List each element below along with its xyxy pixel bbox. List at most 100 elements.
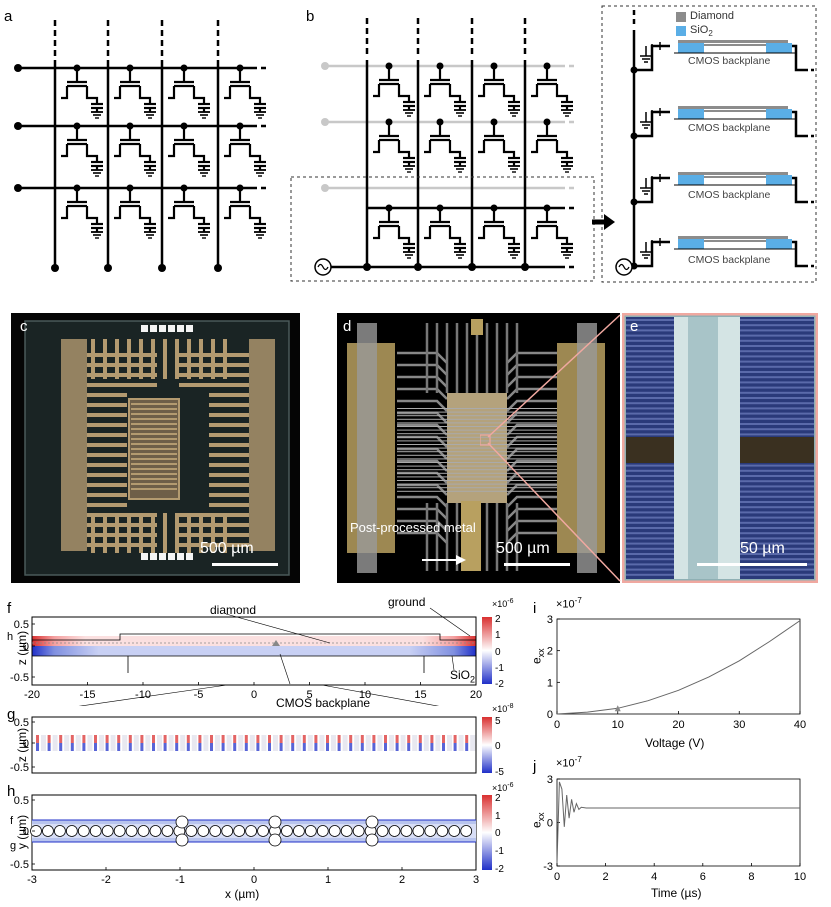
panel-g-plot: 0.50-0.550-5	[10, 716, 504, 778]
colorbar-tick-label: -2	[495, 864, 504, 875]
panel-d-label: d	[343, 318, 352, 335]
x-tick-label: 4	[651, 871, 657, 883]
panel-d-layout	[337, 313, 620, 583]
f-diamond-annot: diamond	[210, 603, 257, 617]
x-tick-label: -15	[80, 689, 96, 701]
plot-frame	[556, 778, 801, 867]
panel-a-crossbar-circuit	[14, 20, 270, 272]
y-tick-label: -0.5	[10, 859, 29, 871]
f-ylabel: z (µm)	[15, 630, 29, 666]
colorbar-tick-label: 1	[495, 811, 501, 822]
colorbar-tick-label: 5	[495, 716, 501, 727]
panel-f-label: f	[7, 600, 12, 617]
x-tick-label: 10	[794, 871, 806, 883]
x-tick-label: 40	[794, 719, 806, 731]
colorbar-tick-label: -1	[495, 846, 504, 857]
panel-c-scale-label: 500 µm	[200, 540, 254, 557]
g-cbar-exp: ×10-8	[492, 703, 514, 714]
y-tick-label: -3	[543, 861, 553, 873]
j-ylabel: exx	[529, 812, 547, 829]
colorbar-tick-label: -1	[495, 663, 504, 674]
panel-h-label: h	[7, 783, 16, 800]
y-tick-label: 2	[547, 646, 553, 658]
h-cbar-exp: ×10-6	[492, 782, 514, 793]
colorbar-tick-label: 2	[495, 614, 501, 625]
i-ylabel: exx	[529, 648, 547, 665]
panel-g-label: g	[7, 706, 16, 723]
series-line	[556, 620, 801, 715]
x-tick-label: 1	[325, 874, 331, 886]
legend-diamond-label: Diamond	[690, 10, 735, 22]
panel-e-label: e	[630, 318, 639, 335]
post-processed-metal-label: Post-processed metal	[350, 520, 476, 535]
x-tick-label: -1	[175, 874, 185, 886]
colorbar-tick-label: 0	[495, 647, 501, 658]
y-tick-label: 0	[23, 641, 29, 653]
x-tick-label: 30	[733, 719, 745, 731]
h-f-marker: f	[10, 815, 14, 827]
post-processed-metal-arrow	[422, 555, 466, 565]
y-tick-label: 0	[23, 826, 29, 838]
x-tick-label: -2	[101, 874, 111, 886]
x-tick-label: 5	[306, 689, 312, 701]
panel-e-micrograph	[622, 313, 818, 583]
x-tick-label: 0	[251, 689, 257, 701]
x-tick-label: 2	[603, 871, 609, 883]
panel-a-label: a	[4, 8, 13, 25]
panel-d-scale-bar	[504, 563, 570, 566]
zoom-lines	[480, 314, 621, 582]
x-tick-label: 20	[672, 719, 684, 731]
x-tick-label: -20	[24, 689, 40, 701]
cmos-label-4: CMOS backplane	[688, 254, 771, 266]
y-tick-label: -0.5	[10, 762, 29, 774]
series-line	[556, 781, 800, 864]
x-tick-label: 10	[612, 719, 624, 731]
y-tick-label: 1	[547, 677, 553, 689]
colorbar-tick-label: -2	[495, 679, 504, 690]
h-ylabel: y (µm)	[15, 814, 29, 850]
y-tick-label: 0	[23, 738, 29, 750]
colorbar-tick-label: 0	[495, 741, 501, 752]
x-tick-label: 2	[399, 874, 405, 886]
x-tick-label: 0	[554, 719, 560, 731]
f-h-marker: h	[7, 631, 14, 643]
x-tick-label: -5	[194, 689, 204, 701]
y-tick-label: 0.5	[14, 717, 29, 729]
x-tick-label: 0	[554, 871, 560, 883]
j-exp: ×10-7	[556, 755, 582, 770]
colorbar-tick-label: 1	[495, 630, 501, 641]
g-ylabel: z (µm)	[15, 727, 29, 763]
panel-e-scale-bar	[697, 563, 807, 566]
colorbar-tick-label: 2	[495, 793, 501, 804]
x-tick-label: 0	[251, 874, 257, 886]
cmos-label-3: CMOS backplane	[688, 189, 771, 201]
x-tick-label: 8	[748, 871, 754, 883]
x-tick-label: 20	[470, 689, 482, 701]
y-tick-label: 0	[547, 709, 553, 721]
i-xlabel: Voltage (V)	[645, 736, 705, 750]
x-tick-label: -10	[135, 689, 151, 701]
y-tick-label: 0.5	[14, 619, 29, 631]
plot-frame	[556, 618, 801, 715]
h-g-marker: g	[10, 840, 17, 852]
panel-c-chip-photo	[11, 313, 300, 583]
panel-d-scale-label: 500 µm	[496, 540, 550, 557]
panel-e-scale-label: 50 µm	[740, 540, 785, 557]
x-tick-label: 6	[700, 871, 706, 883]
panel-j-label: j	[533, 758, 537, 775]
panel-b-label: b	[306, 8, 315, 25]
f-cbar-exp: ×10-6	[492, 598, 514, 609]
y-tick-label: 0.5	[14, 795, 29, 807]
cmos-label-1: CMOS backplane	[688, 55, 771, 67]
panel-c-label: c	[20, 318, 28, 335]
f-sio2-annot: SiO2	[450, 668, 476, 685]
i-exp: ×10-7	[556, 596, 582, 611]
legend-sio2-label: SiO2	[690, 24, 713, 39]
operating-point-marker	[614, 705, 621, 712]
panel-b-circuit	[290, 5, 817, 283]
panel-c-scale-bar	[212, 563, 278, 566]
f-ground-annot: ground	[388, 595, 426, 609]
